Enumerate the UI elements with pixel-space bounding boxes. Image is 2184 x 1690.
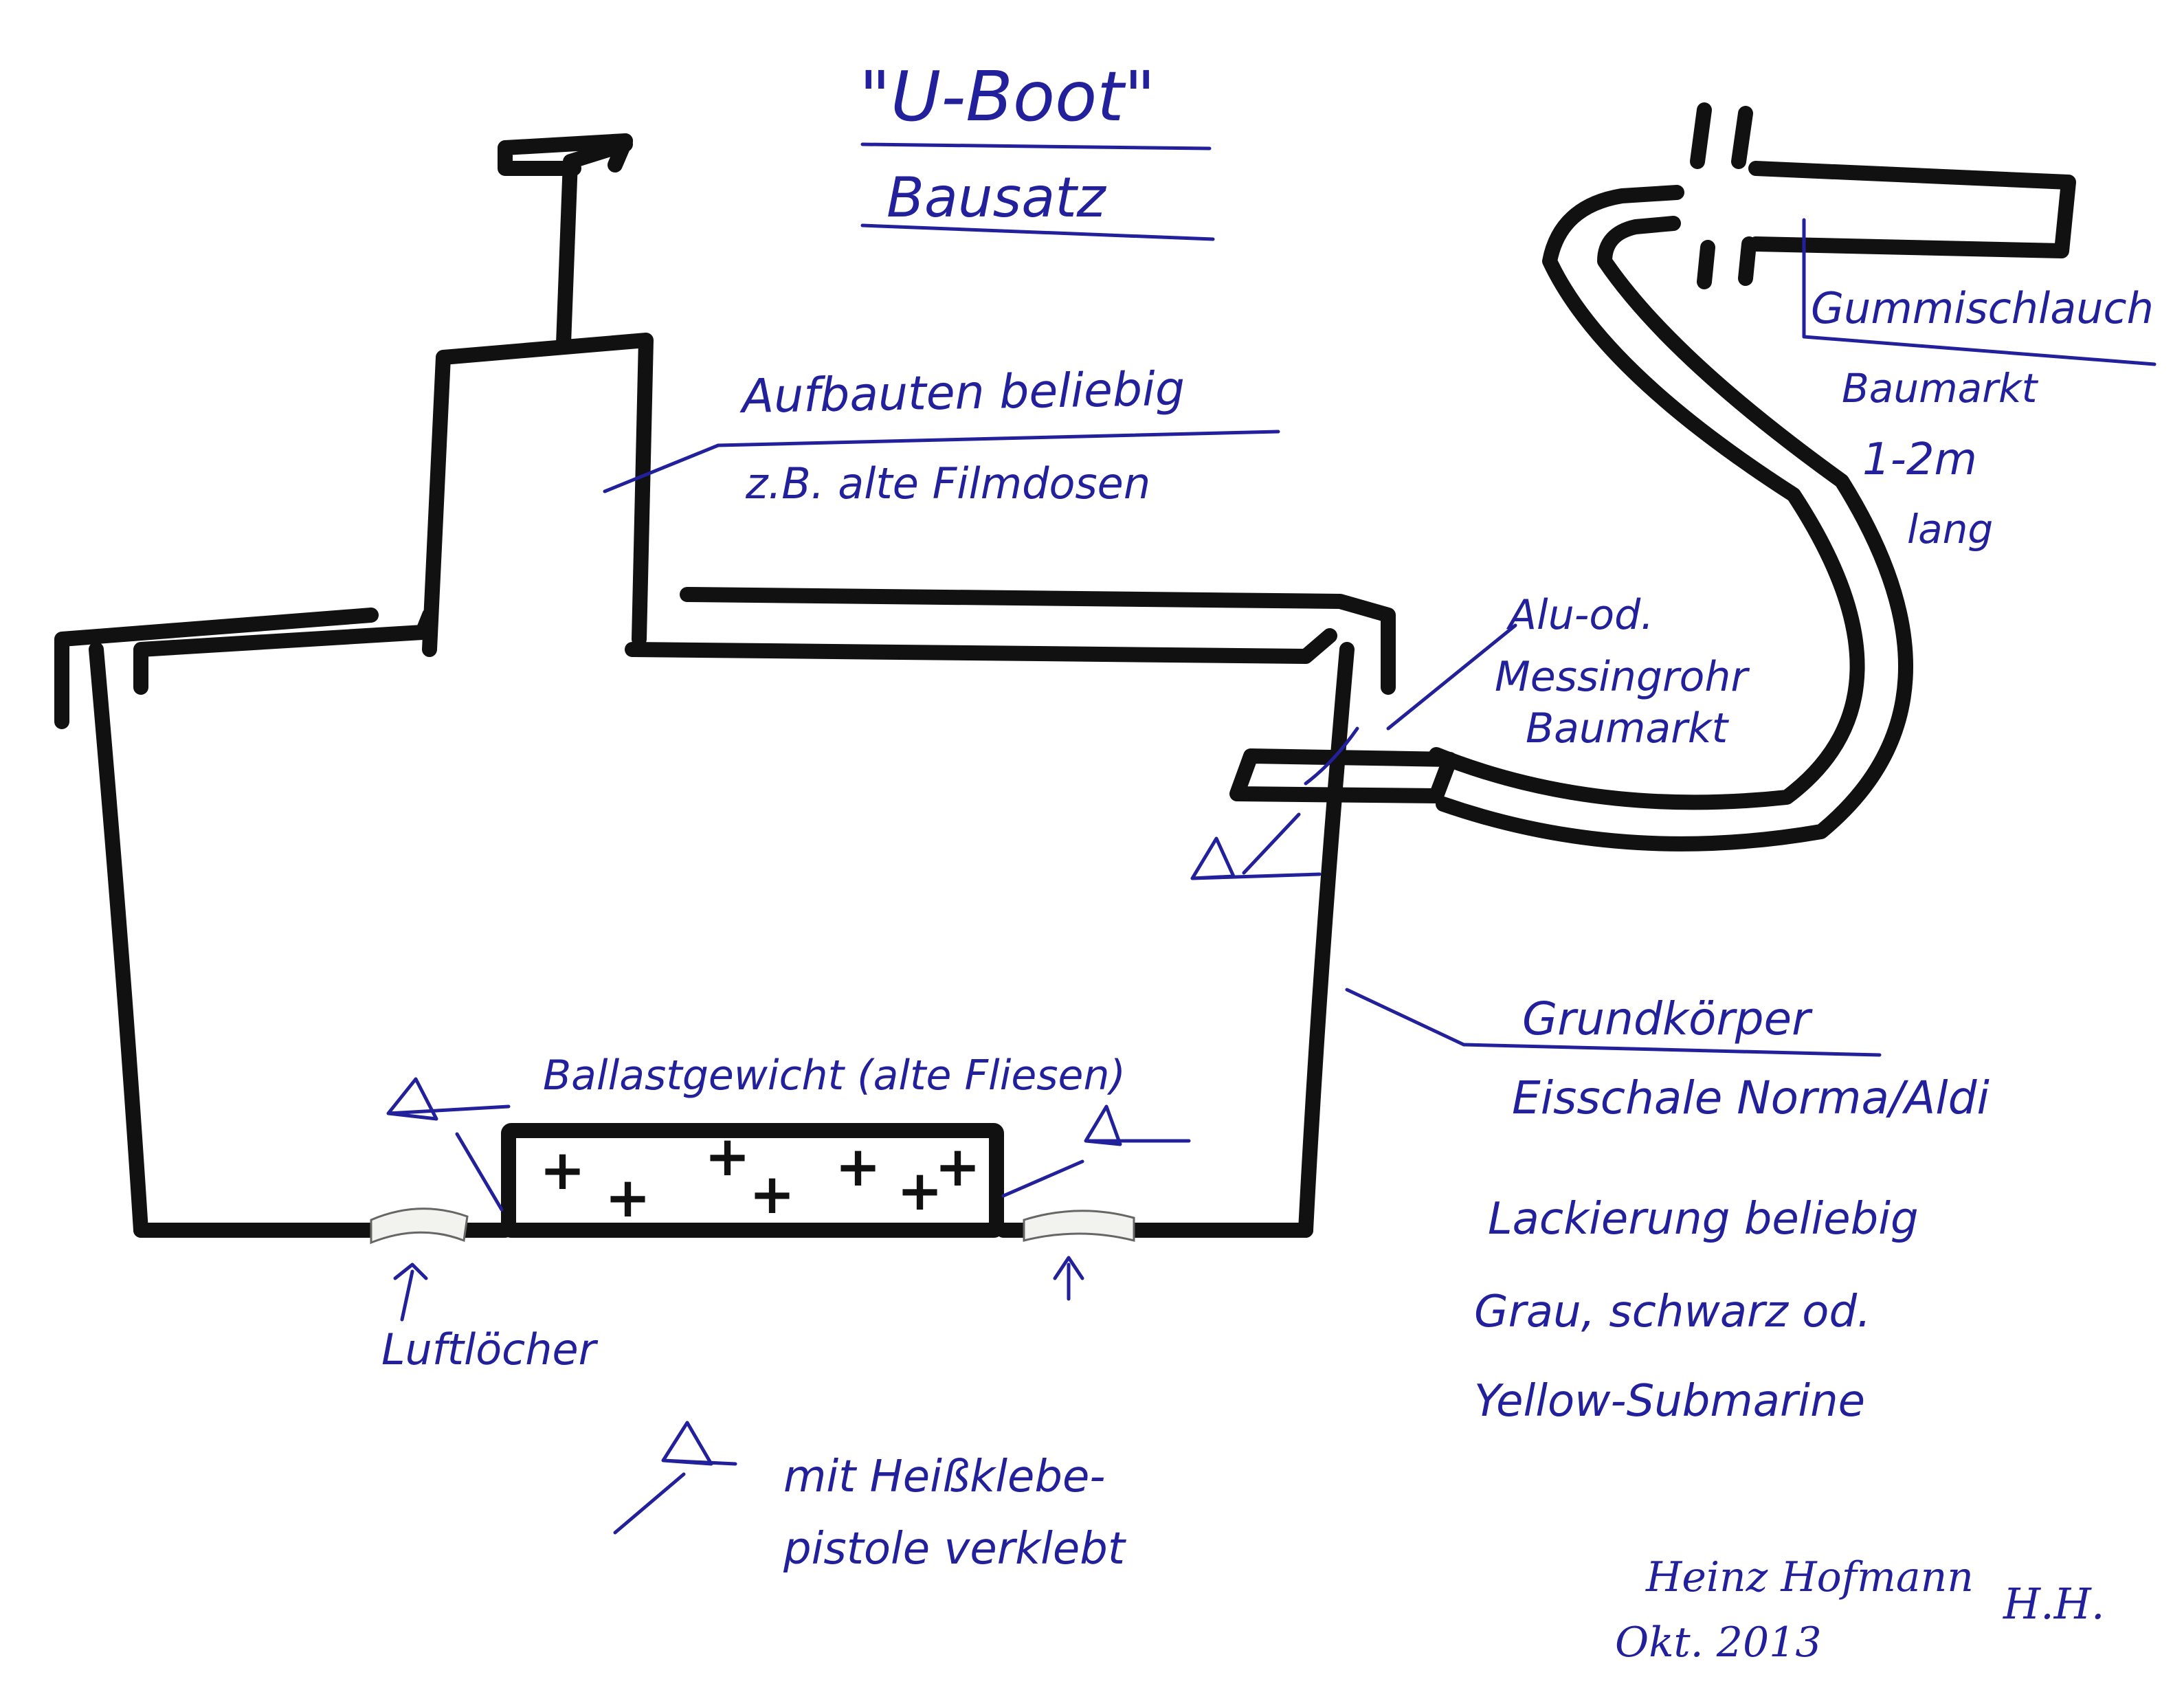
label-lack-3: Yellow-Submarine bbox=[1474, 1376, 1865, 1427]
svg-text:+: + bbox=[605, 1166, 651, 1230]
svg-text:+: + bbox=[835, 1135, 881, 1199]
svg-text:+: + bbox=[897, 1159, 943, 1223]
label-aufbauten-1: Aufbauten beliebig bbox=[739, 362, 1185, 424]
title-line-2: Bausatz bbox=[887, 166, 1107, 230]
hull bbox=[54, 587, 1396, 1238]
metal-pipe bbox=[1229, 726, 1458, 803]
air-holes bbox=[370, 1208, 1135, 1245]
title-underline-2 bbox=[860, 223, 1215, 241]
svg-text:+: + bbox=[539, 1138, 586, 1202]
label-lack-1: Lackierung beliebig bbox=[1488, 1194, 1919, 1245]
svg-text:+: + bbox=[704, 1124, 750, 1188]
label-lack-2: Grau, schwarz od. bbox=[1474, 1287, 1871, 1337]
title-underline-1 bbox=[860, 142, 1212, 151]
label-schlauch-1: Gummischlauch bbox=[1811, 283, 2154, 333]
glue-markers bbox=[386, 812, 1322, 1535]
label-luft: Luftlöcher bbox=[381, 1324, 599, 1375]
conning-tower bbox=[422, 133, 654, 657]
signature-initials: H.H. bbox=[2003, 1579, 2105, 1629]
label-kleber-2: pistole verklebt bbox=[783, 1524, 1127, 1575]
signature-name: Heinz Hofmann bbox=[1645, 1553, 1974, 1601]
signature-date: Okt. 2013 bbox=[1615, 1619, 1822, 1667]
label-grund-1: Grundkörper bbox=[1522, 992, 1813, 1045]
label-rohr-3: Baumarkt bbox=[1526, 704, 1730, 753]
label-schlauch-2: Baumarkt bbox=[1842, 365, 2039, 412]
label-aufbauten-2: z.B. alte Filmdosen bbox=[745, 458, 1150, 509]
label-grund-2: Eisschale Norma/Aldi bbox=[1512, 1071, 1990, 1124]
label-rohr-2: Messingrohr bbox=[1495, 653, 1750, 701]
label-kleber-1: mit Heißklebe- bbox=[783, 1452, 1105, 1502]
ballast-weight: + + + + + + + bbox=[501, 1123, 1004, 1238]
label-rohr-1: Alu-od. bbox=[1506, 591, 1653, 639]
svg-text:+: + bbox=[749, 1162, 795, 1226]
leader-lines bbox=[603, 218, 2157, 1057]
label-ballast: Ballastgewicht (alte Fliesen) bbox=[543, 1052, 1126, 1100]
label-schlauch-4: lang bbox=[1907, 506, 1993, 553]
title-line-1: "U-Boot" bbox=[859, 56, 1155, 137]
label-schlauch-3: 1-2m bbox=[1862, 434, 1977, 485]
svg-text:+: + bbox=[935, 1135, 981, 1199]
rubber-hose bbox=[1429, 102, 2076, 852]
